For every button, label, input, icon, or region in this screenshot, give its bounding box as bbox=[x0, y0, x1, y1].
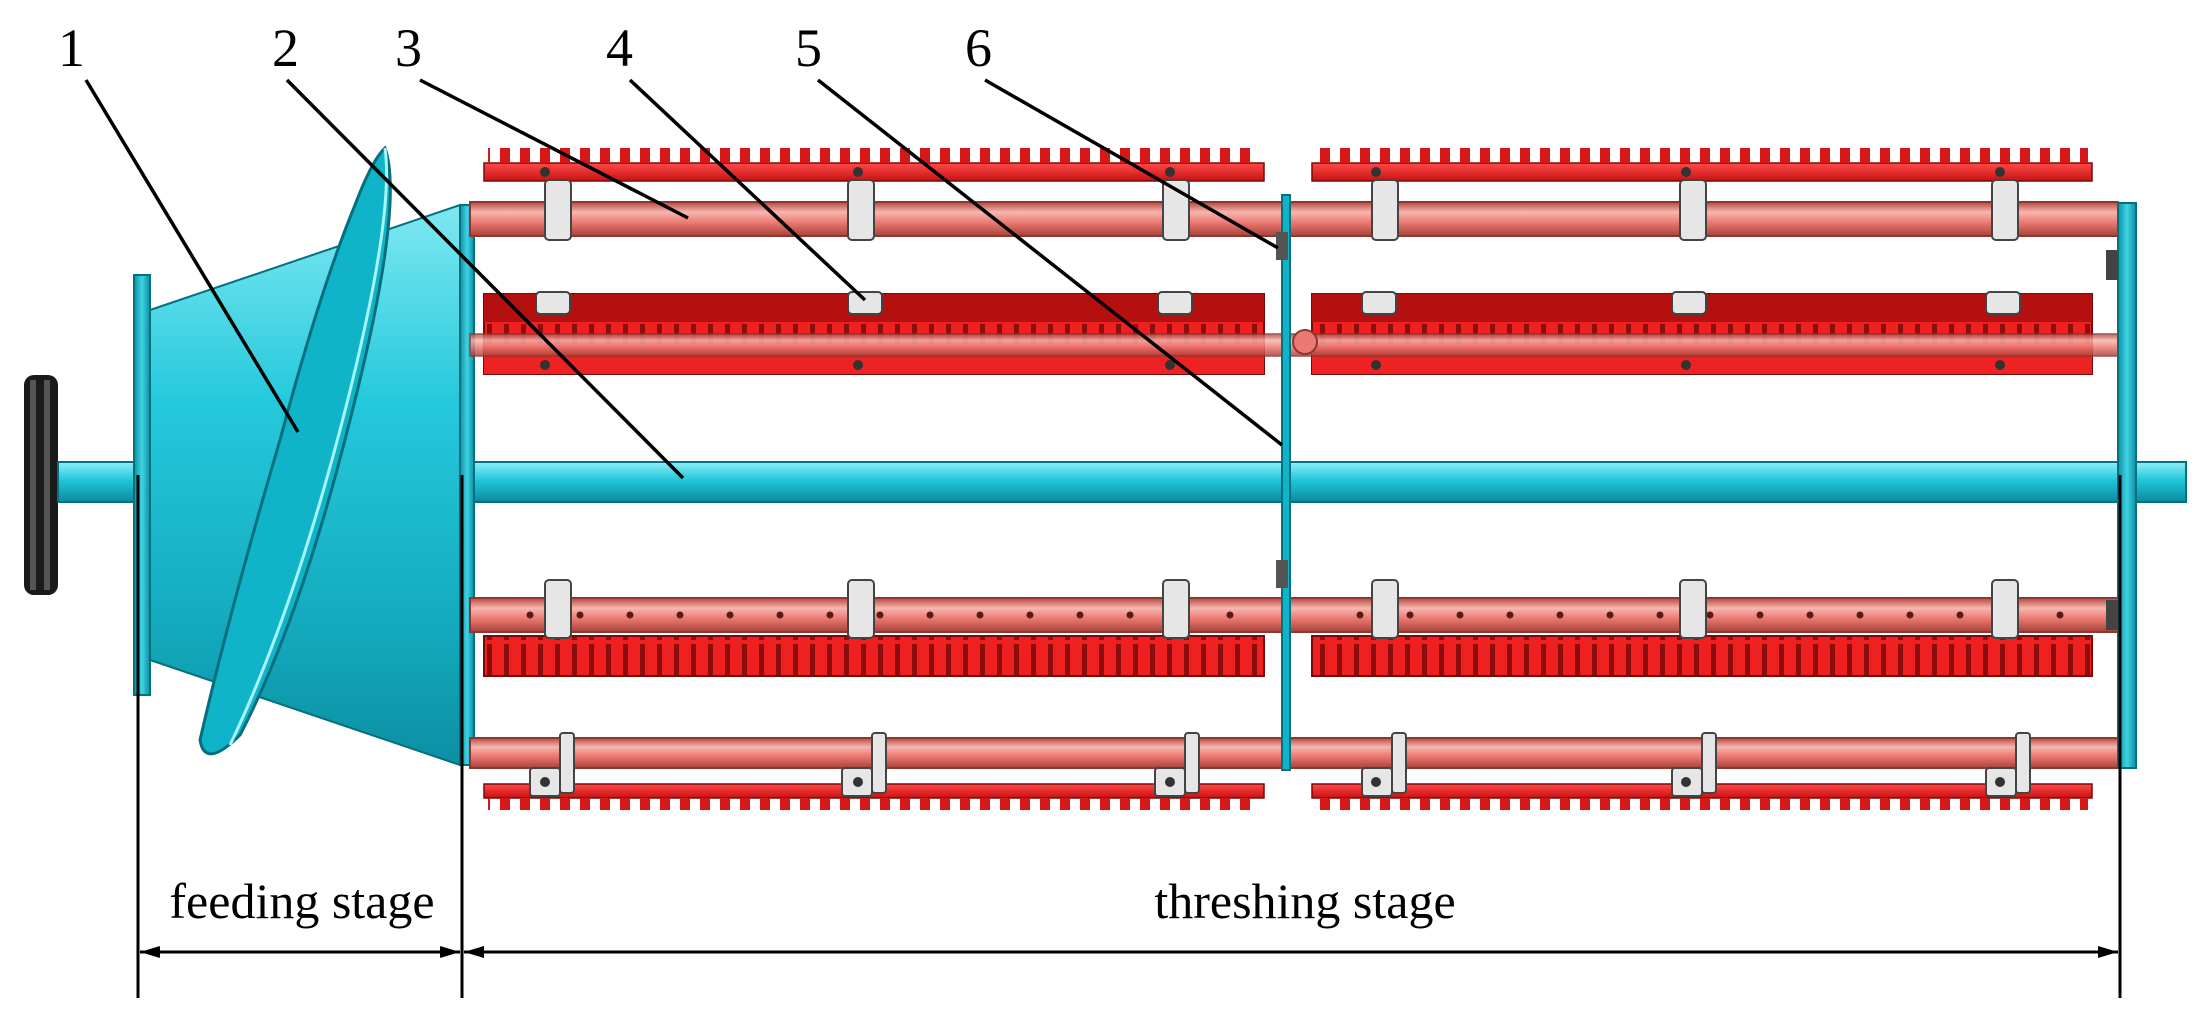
label-6: 6 bbox=[965, 18, 992, 78]
feeding-end-disc bbox=[133, 274, 151, 696]
rasp-bar-tube bbox=[469, 737, 2119, 769]
label-3: 3 bbox=[395, 18, 422, 78]
threshing-assembly bbox=[469, 148, 2137, 810]
label-1: 1 bbox=[58, 18, 85, 78]
threshing-rear-disc bbox=[2117, 202, 2137, 769]
leader-4 bbox=[628, 78, 867, 302]
auger-blade-edge bbox=[228, 147, 389, 746]
leader-2 bbox=[285, 78, 685, 480]
tooth-bar bbox=[1311, 635, 2093, 677]
leader-6 bbox=[984, 78, 1279, 250]
feeding-stage-label: feeding stage bbox=[169, 873, 434, 929]
auger-blade bbox=[198, 145, 392, 756]
middle-disc bbox=[1281, 194, 1291, 771]
rasp-bar-tube bbox=[469, 201, 2119, 237]
clamp-brackets bbox=[529, 179, 2031, 797]
leader-1 bbox=[84, 79, 300, 433]
leader-3 bbox=[419, 78, 689, 220]
label-5: 5 bbox=[795, 18, 822, 78]
label-2: 2 bbox=[272, 18, 299, 78]
tooth-bar bbox=[1311, 162, 2093, 182]
label-4: 4 bbox=[606, 18, 633, 78]
pulley bbox=[24, 375, 58, 595]
rasp-bar-tube bbox=[469, 597, 2119, 633]
threshing-stage-label: threshing stage bbox=[1154, 873, 1455, 929]
leader-lines bbox=[84, 78, 1284, 480]
tooth-bar bbox=[483, 635, 1265, 677]
bolts bbox=[540, 167, 2005, 787]
leader-5 bbox=[816, 78, 1284, 447]
dimension-lines bbox=[136, 475, 2122, 998]
